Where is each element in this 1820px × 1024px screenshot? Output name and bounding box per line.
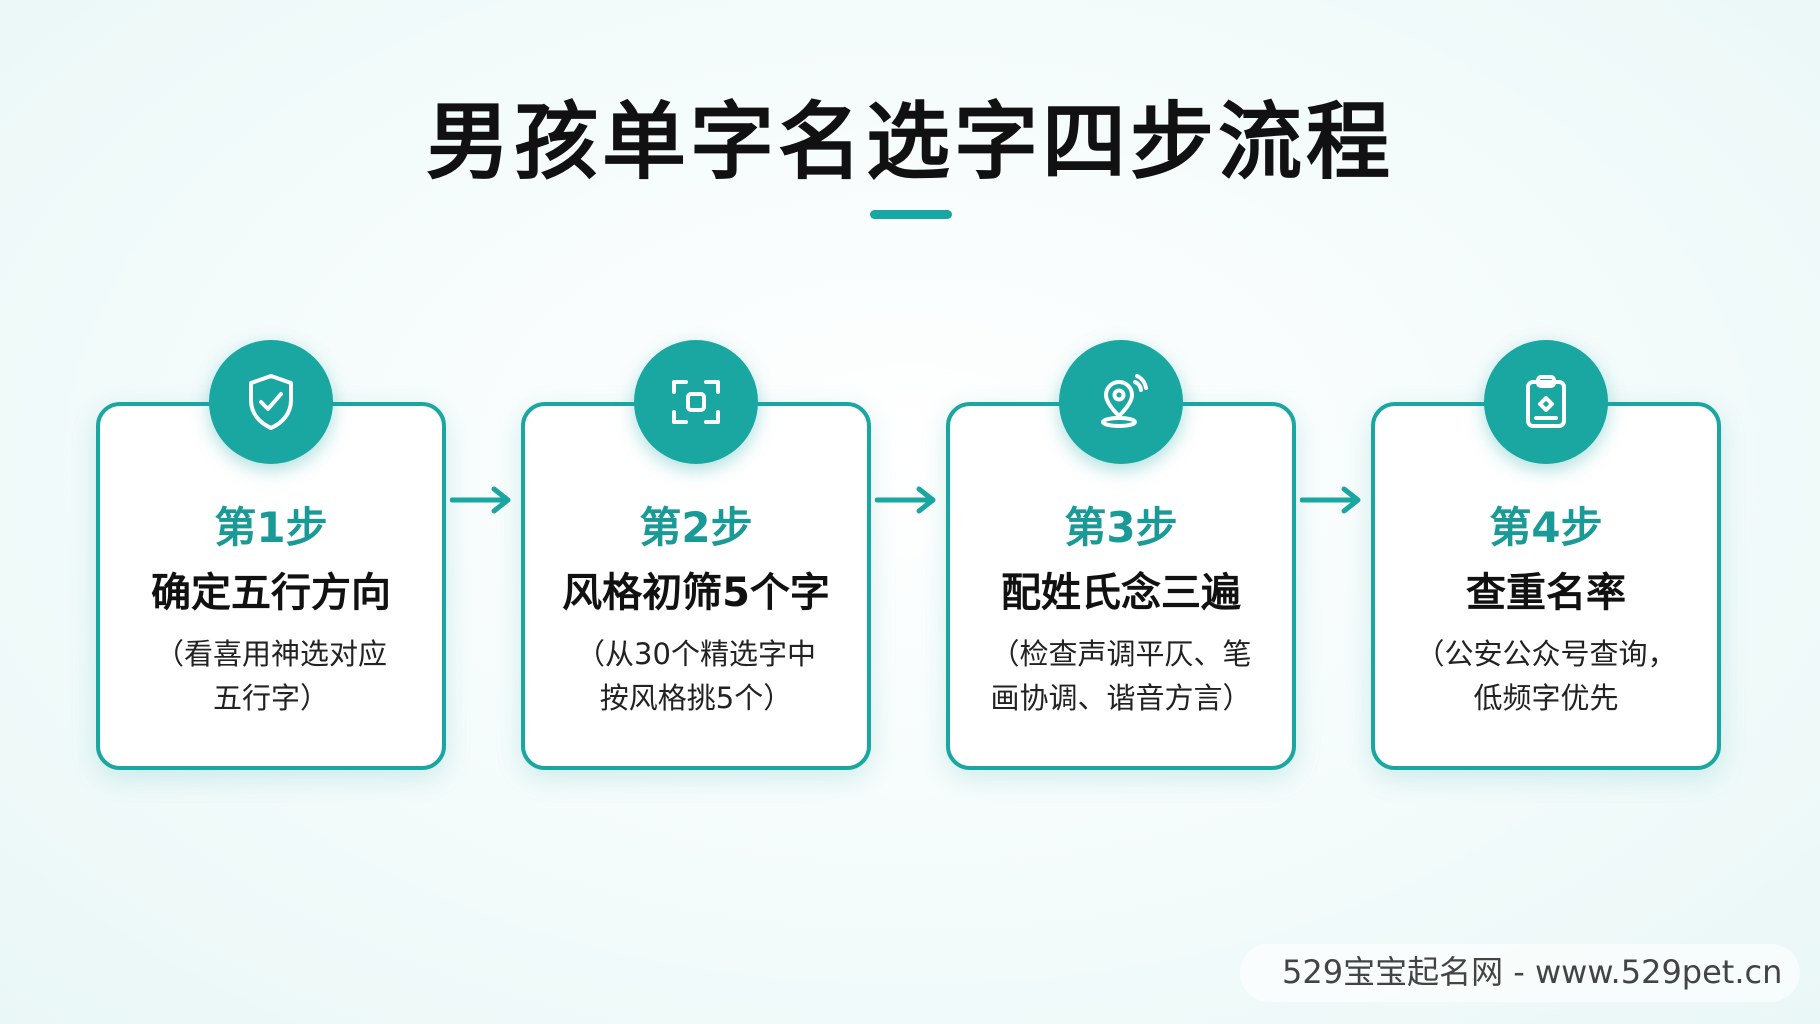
watermark-text: 529宝宝起名网 - www.529pet.cn xyxy=(1282,953,1783,991)
step-label: 第3步 xyxy=(1064,503,1178,552)
step-label: 第1步 xyxy=(214,503,328,552)
step-description-line: （从30个精选字中 xyxy=(576,637,816,671)
location-sound-icon xyxy=(1059,340,1183,464)
step-description-line: 五行字） xyxy=(212,681,329,715)
step-description-line: 按风格挑5个） xyxy=(599,681,793,715)
step-description-line: （看喜用神选对应 xyxy=(154,637,387,671)
page-title: 男孩单字名选字四步流程 xyxy=(425,93,1394,191)
step-label: 第2步 xyxy=(639,503,753,552)
arrow-right-icon xyxy=(1300,486,1361,514)
watermark-background xyxy=(1240,944,1800,1002)
title-underline xyxy=(870,210,952,219)
step-card-2: 第2步 风格初筛5个字 （从30个精选字中 按风格挑5个） xyxy=(521,402,871,770)
step-heading: 配姓氏念三遍 xyxy=(1001,570,1241,616)
step-description: （公安公众号查询， 低频字优先 xyxy=(1395,632,1697,720)
step-description-line: 画协调、谐音方言） xyxy=(990,681,1252,715)
clipboard-icon xyxy=(1484,340,1608,464)
step-heading: 风格初筛5个字 xyxy=(562,570,830,616)
arrow-right-icon xyxy=(450,486,511,514)
step-description-line: （公安公众号查询， xyxy=(1415,637,1677,671)
step-description: （从30个精选字中 按风格挑5个） xyxy=(545,632,847,720)
shield-check-icon xyxy=(209,340,333,464)
scan-select-icon xyxy=(634,340,758,464)
step-heading: 确定五行方向 xyxy=(151,570,391,616)
step-card-4: 第4步 查重名率 （公安公众号查询， 低频字优先 xyxy=(1371,402,1721,770)
step-heading: 查重名率 xyxy=(1466,570,1626,616)
step-label: 第4步 xyxy=(1489,503,1603,552)
step-description: （检查声调平仄、笔 画协调、谐音方言） xyxy=(970,632,1272,720)
step-description: （看喜用神选对应 五行字） xyxy=(120,632,422,720)
step-description-line: （检查声调平仄、笔 xyxy=(990,637,1252,671)
arrow-right-icon xyxy=(875,486,936,514)
step-description-line: 低频字优先 xyxy=(1473,681,1619,715)
